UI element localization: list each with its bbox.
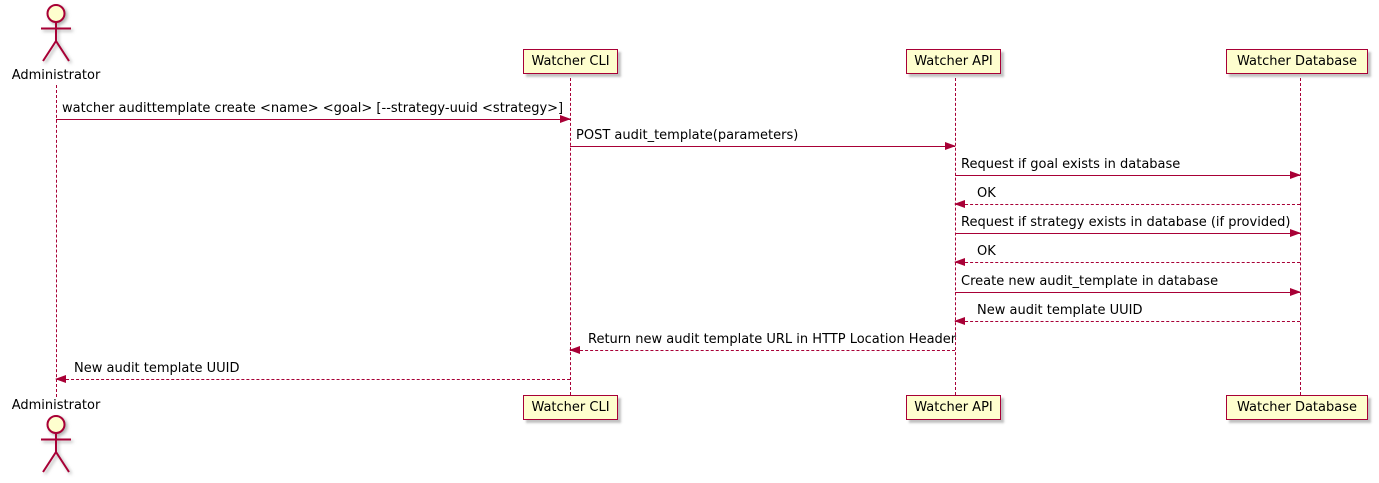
participant-box-watcher-database-top: Watcher Database <box>1226 49 1368 74</box>
message-4: OK <box>954 186 1300 210</box>
message-label: Return new audit template URL in HTTP Lo… <box>588 332 957 347</box>
arrowhead-right-icon <box>945 141 956 150</box>
message-9: Return new audit template URL in HTTP Lo… <box>569 332 957 356</box>
lifeline-administrator <box>56 85 57 397</box>
message-3: Request if goal exists in database <box>955 157 1301 181</box>
administrator-actor-icon <box>41 4 71 62</box>
actor-label-administrator-bottom: Administrator <box>11 398 101 413</box>
arrowhead-left-icon <box>954 257 965 266</box>
arrowhead-left-icon <box>569 345 580 354</box>
participant-box-watcher-api-bottom: Watcher API <box>906 395 1001 420</box>
participant-box-watcher-cli-top: Watcher CLI <box>523 49 618 74</box>
message-10: New audit template UUID <box>55 361 570 385</box>
message-arrow-line <box>955 204 1300 205</box>
arrowhead-left-icon <box>55 374 66 383</box>
arrowhead-right-icon <box>1290 170 1301 179</box>
message-6: OK <box>954 244 1300 268</box>
message-arrow-line <box>570 146 955 147</box>
message-arrow-line <box>955 321 1300 322</box>
arrowhead-right-icon <box>1290 228 1301 237</box>
lifeline-watcher-cli <box>570 78 571 395</box>
lifeline-watcher-api <box>955 78 956 395</box>
message-label: New audit template UUID <box>74 361 240 376</box>
administrator-actor-icon <box>41 415 71 473</box>
participant-box-watcher-api-top: Watcher API <box>906 49 1001 74</box>
arrowhead-left-icon <box>954 316 965 325</box>
arrowhead-right-icon <box>560 114 571 123</box>
message-8: New audit template UUID <box>954 303 1300 327</box>
message-2: POST audit_template(parameters) <box>570 128 956 152</box>
message-label: POST audit_template(parameters) <box>576 128 799 143</box>
message-label: OK <box>977 186 996 201</box>
participant-box-watcher-database-bottom: Watcher Database <box>1226 395 1368 420</box>
message-label: New audit template UUID <box>977 303 1143 318</box>
message-label: Request if strategy exists in database (… <box>961 215 1291 230</box>
message-label: OK <box>977 244 996 259</box>
message-arrow-line <box>955 262 1300 263</box>
message-5: Request if strategy exists in database (… <box>955 215 1301 239</box>
arrowhead-left-icon <box>954 199 965 208</box>
participant-box-watcher-cli-bottom: Watcher CLI <box>523 395 618 420</box>
message-7: Create new audit_template in database <box>955 274 1301 298</box>
message-arrow-line <box>955 292 1300 293</box>
lifeline-watcher-database <box>1300 78 1301 395</box>
message-arrow-line <box>570 350 955 351</box>
message-label: Request if goal exists in database <box>961 157 1181 172</box>
message-arrow-line <box>955 233 1300 234</box>
message-arrow-line <box>955 175 1300 176</box>
message-label: watcher audittemplate create <name> <goa… <box>62 101 564 116</box>
message-1: watcher audittemplate create <name> <goa… <box>56 101 571 125</box>
arrowhead-right-icon <box>1290 287 1301 296</box>
message-label: Create new audit_template in database <box>961 274 1219 289</box>
message-arrow-line <box>56 119 570 120</box>
message-arrow-line <box>56 379 570 380</box>
actor-label-administrator-top: Administrator <box>11 68 101 83</box>
